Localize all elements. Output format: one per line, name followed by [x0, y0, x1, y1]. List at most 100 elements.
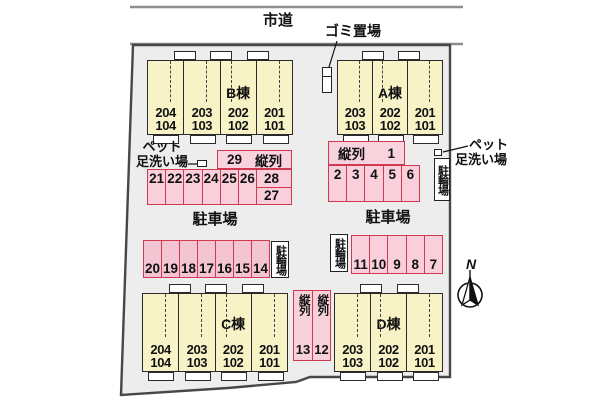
roof-notch: [360, 284, 383, 293]
parking-stall: 22: [165, 170, 183, 204]
tandem-strip-29: 29 縦列: [217, 150, 292, 169]
roof-notch: [396, 284, 419, 293]
parking-stall: 27: [257, 186, 291, 205]
pet-wash-right-icon: [434, 149, 442, 156]
parking-stall: 4: [364, 166, 382, 201]
parking-stall: 9: [387, 236, 405, 273]
parking-lot-label-left: 駐車場: [192, 211, 238, 228]
bike-parking-box-lower-right: 駐輪場: [330, 234, 348, 272]
parking-stall: 5: [382, 166, 401, 201]
pet-wash-right-pointer-line: [442, 145, 469, 153]
entry-dashed-line: [381, 61, 383, 102]
building-b-name: B棟: [226, 84, 251, 101]
parking-stall: 3: [346, 166, 364, 201]
entrance-porch: [263, 135, 289, 144]
garbage-bin-divider: [323, 76, 331, 77]
garbage-area-label: ゴミ置場: [325, 23, 381, 39]
roof-notch: [246, 51, 269, 60]
roof-notch: [397, 51, 420, 60]
entrance-porch: [376, 372, 403, 381]
entry-dashed-line: [428, 294, 430, 338]
parking-stall: 16: [215, 241, 233, 277]
entrance-porch: [340, 372, 367, 381]
parking-stall: 19: [161, 241, 179, 277]
entry-dashed-line: [169, 61, 171, 102]
entry-dashed-line: [359, 61, 361, 102]
entrance-porch: [226, 135, 252, 144]
parking-stall: 26: [237, 170, 256, 204]
garbage-bin-icon: [322, 67, 332, 93]
parking-stall: 24: [201, 170, 220, 204]
city-road-label: 市道: [262, 12, 293, 29]
entrance-porch: [413, 135, 440, 144]
stall-number: 1: [387, 145, 395, 161]
pet-wash-left-label: ペット足洗い場: [135, 139, 188, 169]
entrance-porch: [185, 372, 211, 381]
roof-notch: [210, 51, 232, 60]
north-compass-icon: [457, 270, 483, 308]
parking-stall: 11: [353, 256, 368, 272]
stall-number: 29: [227, 152, 243, 167]
roof-notch: [173, 51, 196, 60]
parking-stall: 20: [144, 260, 161, 276]
pet-wash-left-icon: [197, 160, 207, 167]
parking-stall: 28: [264, 170, 280, 186]
entry-dashed-line: [356, 294, 358, 338]
roof-notch: [362, 51, 385, 60]
tandem-label: 縦列: [338, 147, 365, 162]
parking-stall: 23: [183, 170, 201, 204]
pet-wash-right-label: ペット足洗い場: [455, 137, 509, 167]
parking-lot-label-right: 駐車場: [365, 209, 411, 226]
entrance-porch: [153, 135, 179, 144]
parking-row-21-26: 21 22 23 24 25 26: [147, 169, 257, 205]
parking-stall: 15: [233, 241, 251, 277]
garbage-pointer-line: [328, 40, 338, 68]
parking-stall: 10: [369, 236, 387, 273]
building-a-name: A棟: [377, 84, 403, 101]
parking-row-2-6: 2 3 4 5 6: [328, 165, 420, 202]
parking-stall: 17: [197, 241, 215, 277]
entry-dashed-line: [231, 61, 233, 102]
entry-dashed-line: [164, 294, 166, 338]
bike-parking-box-lower-left: 駐輪場: [271, 241, 289, 278]
parking-stall: 8: [405, 236, 424, 273]
parking-col-28-27: 28 27: [256, 169, 292, 205]
entry-dashed-line: [201, 294, 203, 338]
north-label: N: [465, 256, 477, 272]
entry-dashed-line: [206, 61, 208, 102]
parking-stall: 14: [251, 241, 269, 277]
entry-dashed-line: [278, 61, 280, 102]
entry-dashed-line: [380, 294, 382, 338]
entrance-porch: [148, 372, 174, 381]
entrance-porch: [412, 372, 439, 381]
